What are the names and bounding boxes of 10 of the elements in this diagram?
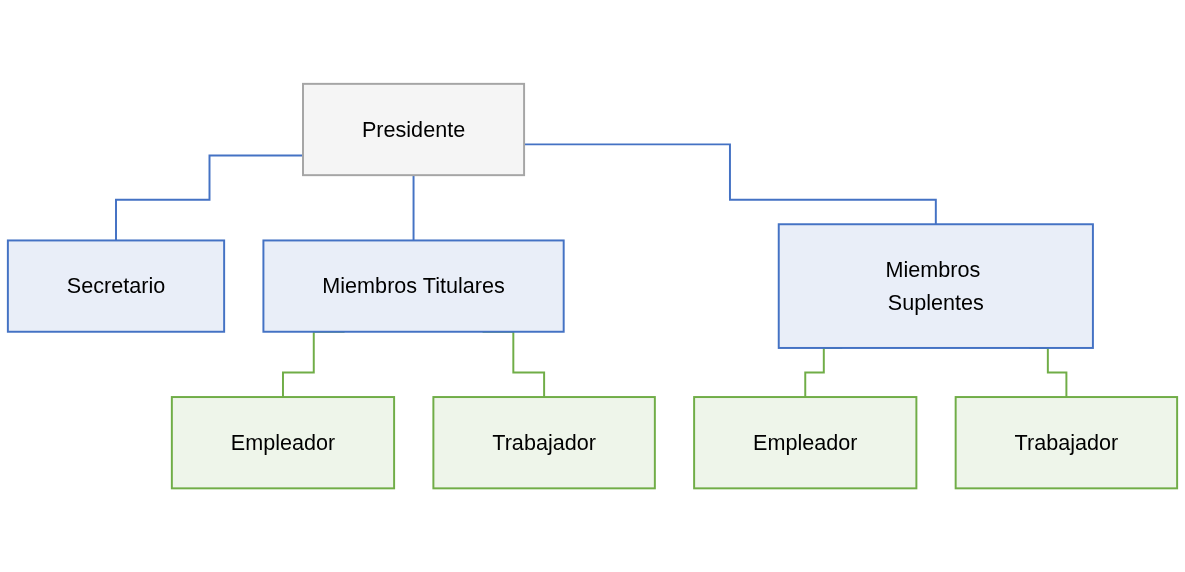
node-box: Empleador	[693, 395, 918, 490]
node-box: Miembros Suplentes	[777, 223, 1094, 349]
connector	[115, 154, 304, 242]
node-box: Empleador	[170, 395, 396, 490]
node-box: Miembros Titulares	[262, 239, 565, 333]
node-box: Presidente	[302, 82, 526, 177]
node-box: Trabajador	[954, 395, 1179, 490]
node-box: Secretario	[6, 239, 226, 333]
node-box: Trabajador	[432, 395, 656, 490]
connector	[412, 174, 415, 242]
